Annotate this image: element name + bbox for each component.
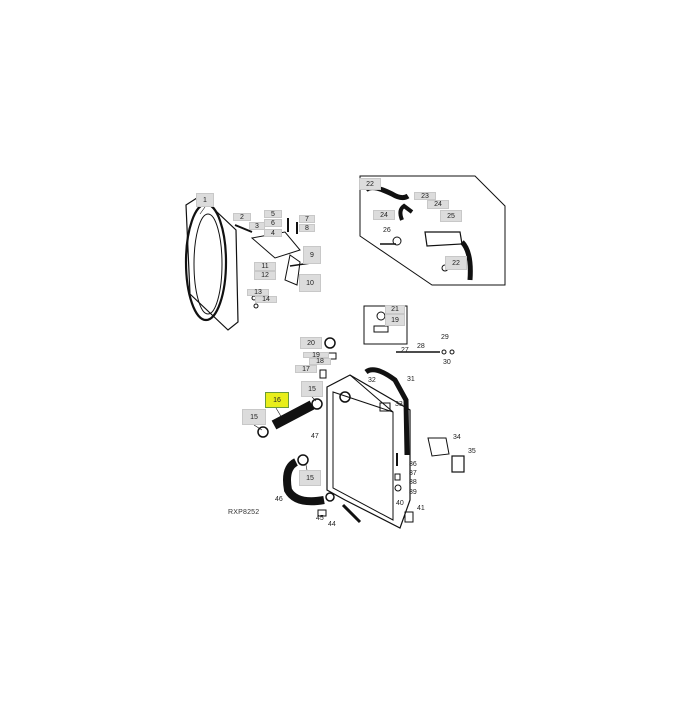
part-callout-24[interactable]: 24 <box>373 210 395 220</box>
part-callout-5[interactable]: 5 <box>264 210 282 218</box>
reference-code: RXP8252 <box>228 509 260 516</box>
part-label-37: 37 <box>409 470 417 477</box>
part-label-26: 26 <box>383 227 391 234</box>
part-callout-19[interactable]: 19 <box>385 314 405 326</box>
part-callout-15[interactable]: 15 <box>299 470 321 486</box>
part-callout-18[interactable]: 18 <box>309 358 331 365</box>
part-callout-9[interactable]: 9 <box>303 246 321 264</box>
part-callout-22[interactable]: 22 <box>359 178 381 190</box>
part-callout-7[interactable]: 7 <box>299 215 315 223</box>
part-callout-15[interactable]: 15 <box>242 409 266 425</box>
part-callout-13[interactable]: 13 <box>247 289 269 296</box>
part-callout-11[interactable]: 11 <box>254 262 276 271</box>
part-label-44: 44 <box>328 521 336 528</box>
part-label-40: 40 <box>396 500 404 507</box>
part-label-30: 30 <box>443 359 451 366</box>
part-callout-8[interactable]: 8 <box>299 224 315 232</box>
part-callout-6[interactable]: 6 <box>264 219 282 227</box>
part-callout-4[interactable]: 4 <box>264 229 282 237</box>
part-label-45: 45 <box>316 515 324 522</box>
part-callout-22[interactable]: 22 <box>445 256 467 270</box>
part-callout-14[interactable]: 14 <box>255 296 277 303</box>
part-callout-25[interactable]: 25 <box>440 210 462 222</box>
part-label-35: 35 <box>468 448 476 455</box>
part-callout-15[interactable]: 15 <box>301 381 323 397</box>
part-callout-3[interactable]: 3 <box>249 222 265 230</box>
hoses-drawing <box>257 398 335 506</box>
part-label-41: 41 <box>417 505 425 512</box>
part-label-33: 33 <box>395 401 403 408</box>
part-callout-2[interactable]: 2 <box>233 213 251 221</box>
part-callout-21[interactable]: 21 <box>385 305 405 314</box>
part-label-47: 47 <box>311 433 319 440</box>
part-label-36: 36 <box>409 461 417 468</box>
part-callout-20[interactable]: 20 <box>300 337 322 349</box>
part-callout-16[interactable]: 16 <box>265 392 289 408</box>
part-callout-24[interactable]: 24 <box>427 200 449 209</box>
part-label-31: 31 <box>407 376 415 383</box>
part-label-38: 38 <box>409 479 417 486</box>
part-callout-23[interactable]: 23 <box>414 192 436 200</box>
part-label-27: 27 <box>401 347 409 354</box>
part-callout-12[interactable]: 12 <box>254 271 276 280</box>
part-label-29: 29 <box>441 334 449 341</box>
part-callout-1[interactable]: 1 <box>196 193 214 207</box>
part-label-28: 28 <box>417 343 425 350</box>
part-label-34: 34 <box>453 434 461 441</box>
fan-shroud-drawing <box>184 195 239 331</box>
part-callout-10[interactable]: 10 <box>299 274 321 292</box>
part-callout-17[interactable]: 17 <box>295 365 317 373</box>
part-callout-19[interactable]: 19 <box>303 352 329 359</box>
radiator-drawing <box>319 337 455 529</box>
misc-parts-drawing <box>317 437 465 524</box>
part-label-32: 32 <box>368 377 376 384</box>
part-label-46: 46 <box>275 496 283 503</box>
part-label-39: 39 <box>409 489 417 496</box>
